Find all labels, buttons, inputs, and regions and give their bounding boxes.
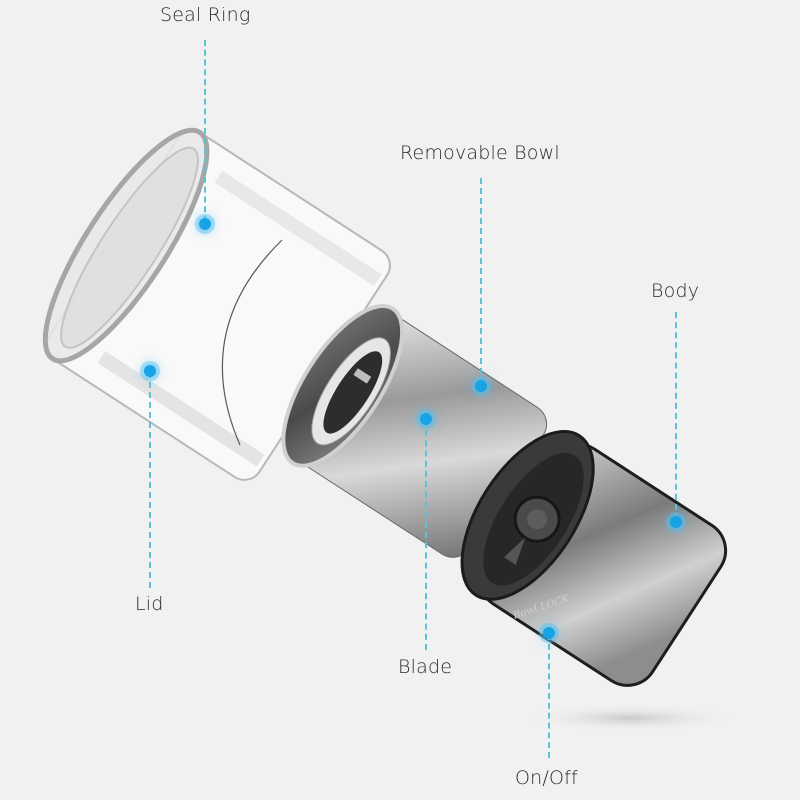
seal-ring-part <box>221 239 283 446</box>
blade-leader-line <box>425 420 427 650</box>
seal-ring-marker-dot <box>199 218 211 230</box>
on-off-leader-line <box>548 634 550 758</box>
body-leader-line <box>675 312 677 520</box>
lid-marker-dot <box>144 365 156 377</box>
lid-label: Lid <box>135 593 164 615</box>
seal-ring-label: Seal Ring <box>160 4 251 26</box>
body-marker-dot <box>670 516 682 528</box>
blade-label: Blade <box>398 656 453 678</box>
on-off-marker-dot <box>543 627 555 639</box>
on-off-label: On/Off <box>515 767 578 789</box>
removable-bowl-marker-dot <box>475 380 487 392</box>
removable-bowl-label: Removable Bowl <box>400 142 560 164</box>
lid-part <box>42 127 391 481</box>
body-label: Body <box>651 280 700 302</box>
blade-marker-dot <box>420 413 432 425</box>
seal-ring-leader-line <box>204 40 206 222</box>
floor-shadow <box>520 704 740 732</box>
body-part <box>460 430 728 687</box>
removable-bowl-leader-line <box>480 178 482 384</box>
lid-leader-line <box>149 372 151 588</box>
